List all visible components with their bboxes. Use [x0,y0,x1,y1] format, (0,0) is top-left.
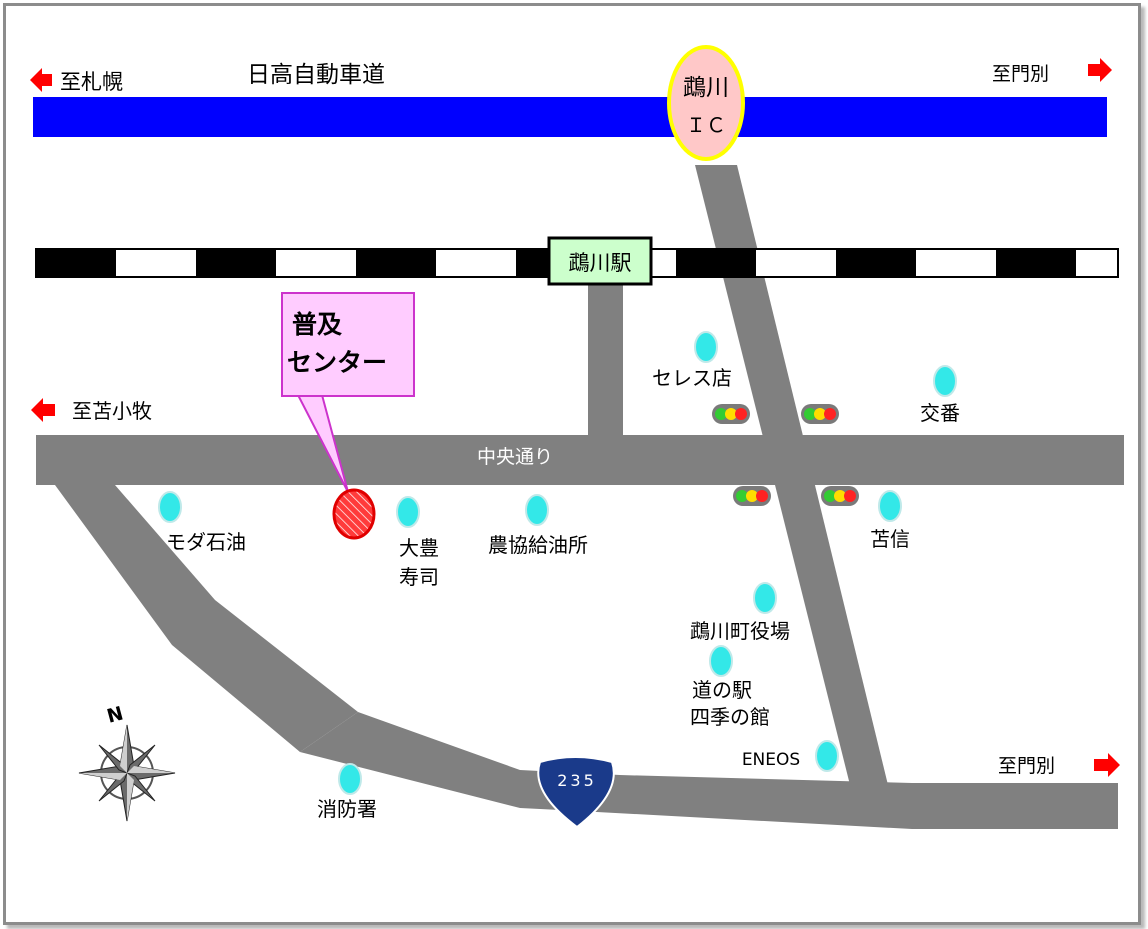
landmark-marker-moda [158,491,182,523]
landmark-marker-shobosho [338,763,362,795]
direction-to-tomakomai: 至苫小牧 [72,399,152,423]
landmark-label-yakuba: 鵡川町役場 [690,619,790,643]
landmark-marker-eneos [815,740,839,772]
interchange-marker [667,45,745,161]
direction-to-monbetsu-bottom: 至門別 [998,755,1055,777]
station-access-road [588,280,623,435]
route-shield-number: 235 [557,771,597,790]
callout-line2: センター [287,348,387,377]
railway-segment [356,249,436,277]
compass-north-label: N [105,702,126,727]
landmark-marker-yakuba [753,582,777,614]
landmark-label-michinoeki-1: 道の駅 [692,678,752,702]
landmark-label-shobosho: 消防署 [317,797,377,821]
landmark-label-daihou-2: 寿司 [399,565,439,589]
direction-to-sapporo: 至札幌 [60,70,123,94]
arrow-west-top [30,68,52,92]
interchange-label-line2: ＩＣ [686,113,726,137]
railway-segment [196,249,276,277]
railway-segment [836,249,916,277]
compass-rose: N [78,702,176,822]
arrow-west-middle [31,398,55,422]
arrow-east-top [1088,58,1112,82]
landmark-marker-tomashin [878,490,902,522]
target-location-marker [332,488,376,540]
landmark-marker-koban [933,365,957,397]
landmark-label-michinoeki-2: 四季の館 [690,705,770,729]
landmark-label-eneos: ENEOS [742,750,800,770]
traffic-light-sw [733,486,771,506]
landmark-marker-nokyo [525,494,549,526]
landmark-marker-michinoeki [709,645,733,677]
road-network [36,165,1124,829]
landmark-marker-daihou [396,496,420,528]
station-name: 鵡川駅 [569,251,632,275]
map-frame [3,3,1141,925]
ic-access-road [695,165,888,785]
railway-segment [676,249,756,277]
landmark-label-nokyo: 農協給油所 [488,533,588,557]
railway-segment [36,249,116,277]
callout-box [281,292,415,397]
landmark-label-koban: 交番 [920,401,960,425]
callout-line1: 普及 [292,310,342,339]
traffic-light-ne [801,404,839,424]
arrow-east-bottom [1094,753,1120,777]
southwest-road [36,485,358,752]
station-box [547,236,653,286]
traffic-light-se [821,486,859,506]
traffic-light-nw [712,404,750,424]
route-235-road [300,712,1118,829]
main-street-name: 中央通り [477,446,553,468]
landmark-label-moda: モダ石油 [166,530,246,554]
landmark-label-daihou-1: 大豊 [399,536,439,560]
landmark-marker-seres [694,331,718,363]
railway-segment [996,249,1076,277]
direction-to-monbetsu-top: 至門別 [992,63,1049,85]
landmark-label-seres: セレス店 [652,366,732,390]
expressway-name: 日高自動車道 [247,62,385,88]
main-street-road [36,435,1124,485]
route-235-shield: 235 [537,756,615,829]
landmark-label-tomashin: 苫信 [870,527,910,551]
expressway-band [33,97,1107,137]
interchange-label-line1: 鵡川 [683,75,729,101]
